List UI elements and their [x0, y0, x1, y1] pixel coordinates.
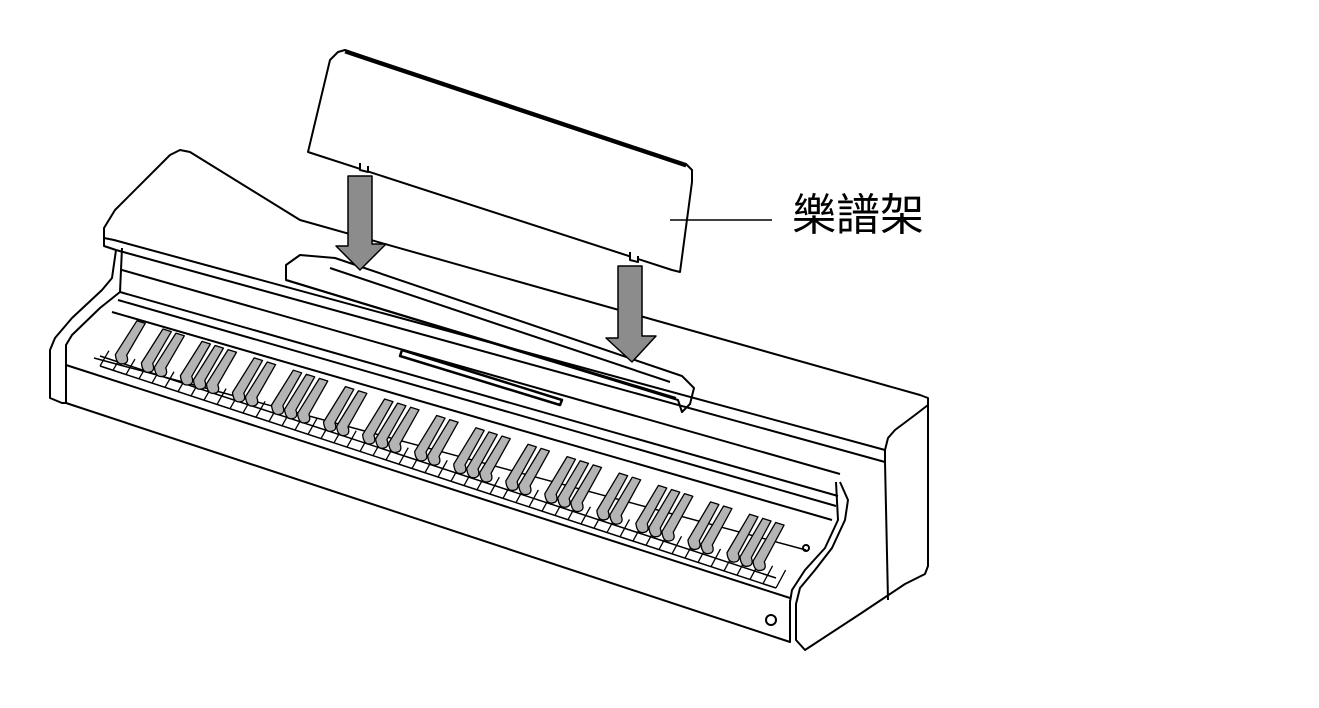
black-key: [570, 464, 603, 513]
front-rail: [65, 365, 791, 643]
black-key: [687, 501, 720, 551]
black-key: [205, 348, 238, 395]
white-key-divider: [125, 358, 136, 375]
holder-groove: [329, 267, 671, 383]
black-key: [114, 320, 146, 365]
black-key: [700, 505, 733, 555]
black-key: [283, 373, 316, 420]
black-key: [544, 455, 577, 504]
black-key: [153, 332, 185, 378]
black-key: [609, 476, 642, 525]
left-cheek-inner: [65, 247, 123, 403]
fallboard-top: [121, 269, 841, 475]
arrow-left: [335, 175, 387, 271]
black-key: [322, 385, 355, 433]
right-cheek: [795, 405, 929, 651]
left-cheek: [49, 249, 117, 404]
black-key: [661, 492, 694, 542]
music-rest-top-edge: [344, 50, 687, 168]
black-key: [505, 443, 538, 492]
black-key: [635, 484, 668, 534]
black-key: [414, 414, 446, 462]
front-rail-top: [65, 364, 791, 599]
black-key: [374, 402, 407, 449]
black-key: [752, 521, 785, 572]
black-key: [596, 472, 629, 521]
black-key: [140, 328, 172, 373]
keybed-back: [111, 311, 833, 521]
fallboard-lower: [117, 299, 837, 507]
black-key: [466, 431, 498, 479]
black-key: [479, 435, 511, 483]
arrow-right: [605, 265, 657, 363]
holder-front-line: [285, 279, 677, 399]
white-key-divider: [775, 569, 787, 589]
black-key: [518, 447, 551, 496]
panel-slot: [398, 348, 564, 407]
black-key: [387, 406, 420, 454]
black-key: [192, 344, 225, 390]
insert-arrows: [335, 175, 657, 363]
piano-body: [49, 149, 929, 651]
music-rest-board: [307, 49, 693, 273]
side-knob: [802, 544, 810, 552]
black-key: [270, 369, 303, 416]
music-rest-tab-left: [359, 163, 369, 173]
music-rest: [307, 49, 693, 273]
black-key: [296, 377, 329, 424]
white-key-divider: [99, 350, 110, 367]
keyboard: [93, 320, 807, 589]
black-key: [244, 361, 277, 407]
black-key: [453, 427, 485, 475]
music-rest-tab-right: [629, 252, 639, 263]
black-key: [361, 398, 394, 445]
black-key: [231, 357, 264, 403]
black-key: [179, 340, 212, 386]
black-key: [739, 517, 772, 567]
black-key: [335, 390, 368, 437]
right-side-panel: [884, 461, 889, 601]
right-cheek-inner: [789, 481, 839, 603]
music-rest-label: 樂譜架: [792, 190, 924, 241]
power-button: [765, 614, 777, 626]
black-key: [726, 513, 759, 563]
fallboard-mid: [119, 291, 839, 497]
black-key: [427, 418, 459, 466]
black-key: [557, 460, 590, 508]
black-key: [648, 488, 681, 538]
